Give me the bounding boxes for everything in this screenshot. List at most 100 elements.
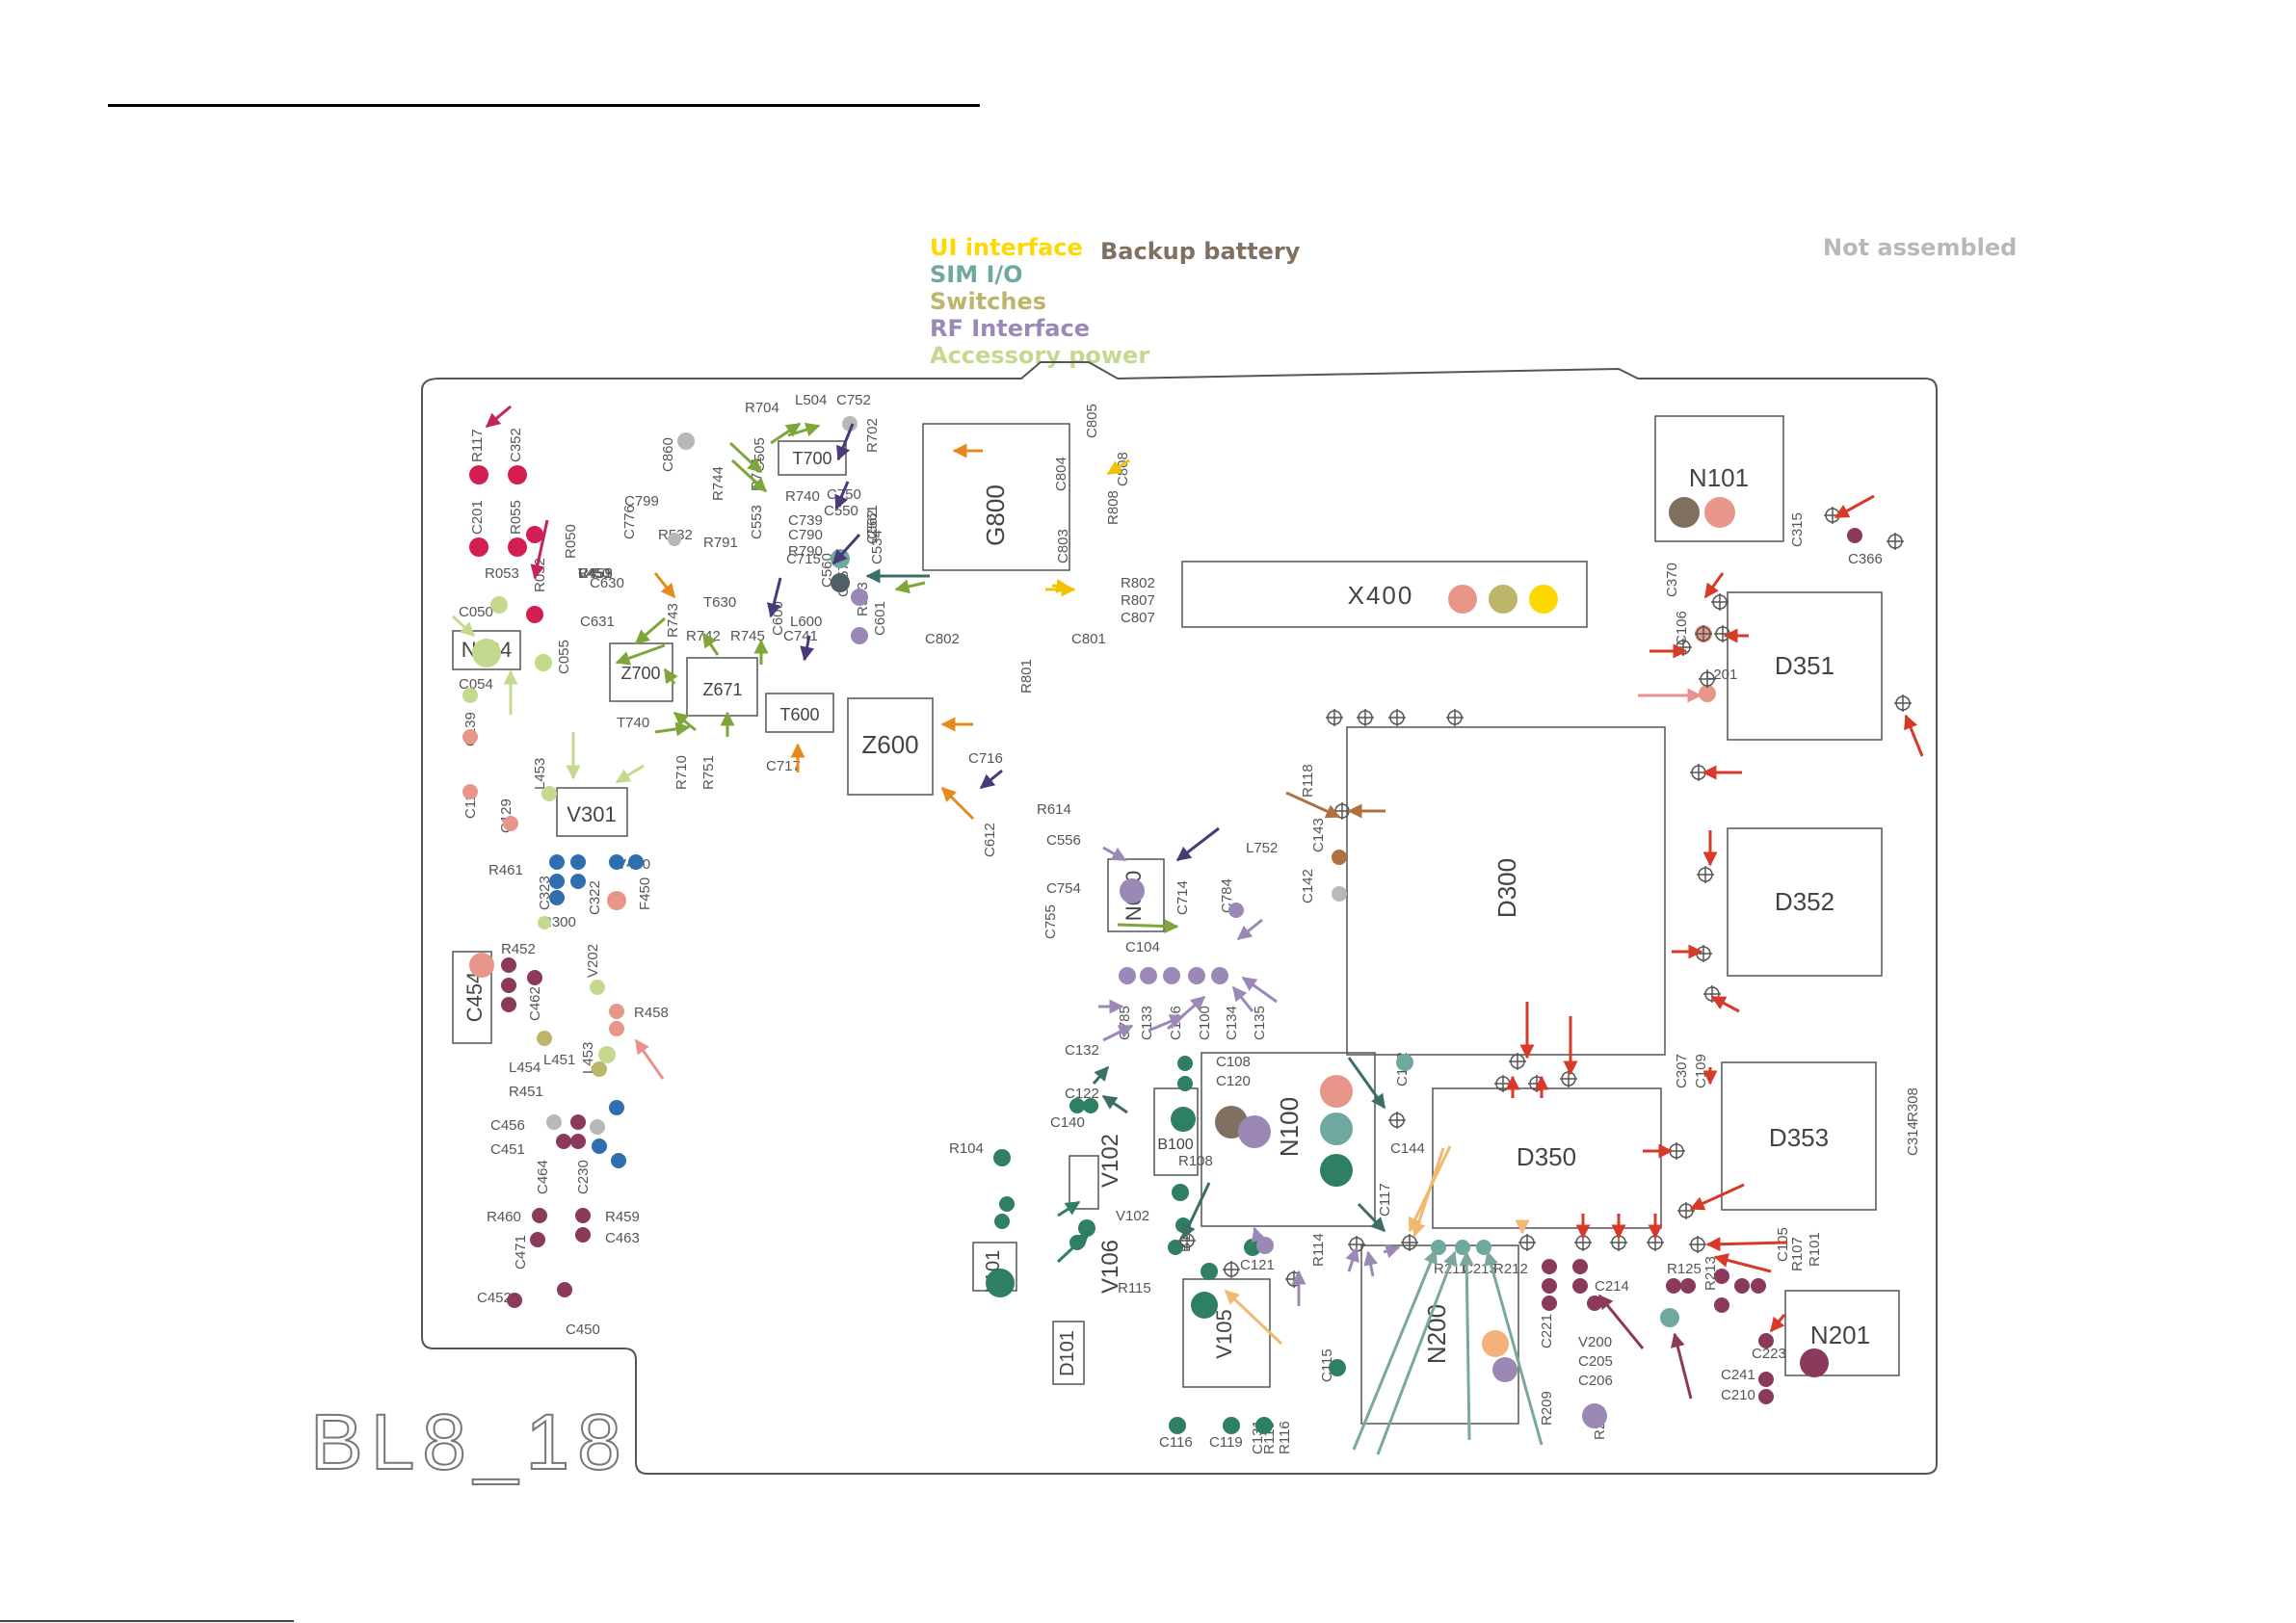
component-label: R460 <box>487 1209 521 1225</box>
signal-pad <box>527 970 542 985</box>
component-label: L201 <box>1705 667 1737 683</box>
component-label: C140 <box>1050 1114 1085 1131</box>
component-label: R115 <box>1118 1280 1151 1296</box>
signal-pad <box>549 874 565 889</box>
signal-arrow <box>1251 1226 1266 1253</box>
component-label: C370 <box>1664 563 1680 597</box>
signal-pad <box>546 1114 562 1130</box>
signal-pad <box>1119 967 1136 984</box>
component-label: R125 <box>1667 1261 1702 1277</box>
signal-arrow <box>653 572 676 599</box>
component-label: C119 <box>1209 1434 1243 1451</box>
signal-pad <box>831 549 850 568</box>
signal-pad <box>1163 967 1180 984</box>
component-label: C450 <box>566 1322 600 1338</box>
signal-arrow <box>701 632 720 656</box>
component-label: C221 <box>1539 1314 1555 1348</box>
component-label: V102 <box>1116 1208 1149 1224</box>
signal-arrow <box>940 786 975 821</box>
signal-pad <box>609 1021 624 1036</box>
signal-pad <box>530 1232 545 1247</box>
signal-arrow <box>1167 995 1206 1031</box>
legend-not-assembled: Not assembled <box>1823 234 2018 261</box>
component-label: C230 <box>575 1160 592 1194</box>
signal-pad <box>462 729 478 745</box>
component-label: R790 <box>788 543 823 560</box>
component-label: R751 <box>700 755 717 790</box>
chip-d300 <box>1346 726 1666 1056</box>
legend-backup-battery: Backup battery <box>1100 238 1301 265</box>
signal-arrow <box>1834 494 1875 519</box>
component-label: C142 <box>1300 869 1316 903</box>
signal-pad <box>1758 1333 1774 1348</box>
signal-arrow <box>1224 1289 1283 1346</box>
test-point <box>1388 1112 1406 1129</box>
signal-pad <box>1332 850 1347 865</box>
component-label: C117 <box>1377 1183 1393 1217</box>
component-label: V451 <box>578 565 612 582</box>
signal-pad <box>609 854 624 870</box>
signal-arrow <box>1106 458 1130 476</box>
component-label: C462 <box>527 986 543 1021</box>
test-point <box>1509 1053 1526 1070</box>
signal-arrow <box>1056 1231 1091 1264</box>
signal-pad <box>851 589 868 606</box>
signal-pad <box>1169 1417 1186 1434</box>
signal-pad <box>570 874 586 889</box>
signal-pad <box>831 573 850 592</box>
chip-label: D353 <box>1769 1123 1829 1152</box>
test-point <box>1711 593 1729 611</box>
signal-arrow <box>1345 1246 1359 1272</box>
signal-arrow <box>1347 1057 1386 1110</box>
component-label: C803 <box>1055 529 1071 563</box>
signal-pad <box>549 890 565 905</box>
signal-pad <box>1238 1115 1271 1148</box>
signal-arrow <box>800 635 815 662</box>
test-point <box>1333 802 1351 820</box>
component-label: R117 <box>469 429 486 462</box>
component-label: R702 <box>864 418 881 453</box>
signal-pad <box>557 1282 572 1297</box>
component-label: C741 <box>783 628 818 644</box>
signal-pad <box>1172 1184 1189 1201</box>
chip-label: T700 <box>792 449 831 468</box>
signal-arrow <box>766 577 782 618</box>
component-label: R704 <box>745 400 779 416</box>
chip-d101 <box>1052 1321 1085 1385</box>
signal-pad <box>1120 878 1145 903</box>
signal-pad <box>1228 903 1244 918</box>
signal-pad <box>570 854 586 870</box>
signal-pad <box>592 1061 607 1077</box>
signal-arrow <box>1236 918 1263 941</box>
signal-arrow <box>663 668 678 685</box>
signal-arrow <box>615 643 666 666</box>
board-outline <box>421 361 1938 1475</box>
signal-arrow <box>1363 1250 1379 1277</box>
test-point <box>1223 1261 1240 1278</box>
component-label: R300 <box>541 914 576 930</box>
component-label: C464 <box>535 1160 551 1194</box>
signal-pad <box>1492 1357 1517 1382</box>
component-label: V200 <box>1578 1334 1612 1350</box>
signal-pad <box>1582 1403 1607 1428</box>
signal-pad <box>1542 1259 1557 1274</box>
signal-pad <box>469 537 488 557</box>
component-label: C050 <box>459 604 493 620</box>
connector-x400 <box>1181 561 1588 628</box>
component-label: C562 <box>864 510 881 544</box>
signal-pad <box>541 786 557 801</box>
signal-arrow <box>1181 1182 1211 1240</box>
signal-arrow <box>673 711 697 732</box>
component-label: R801 <box>1018 659 1035 694</box>
component-label: C106 <box>1674 611 1690 645</box>
signal-arrow <box>1769 1314 1786 1333</box>
signal-arrow <box>836 423 855 461</box>
signal-pad <box>609 1100 624 1115</box>
component-label: R055 <box>508 500 524 535</box>
signal-pad <box>1489 585 1517 614</box>
signal-pad <box>472 639 501 668</box>
component-label: R743 <box>665 603 681 638</box>
component-label: C714 <box>1174 880 1191 915</box>
component-label: C553 <box>749 505 765 539</box>
component-label: C630 <box>590 575 624 591</box>
